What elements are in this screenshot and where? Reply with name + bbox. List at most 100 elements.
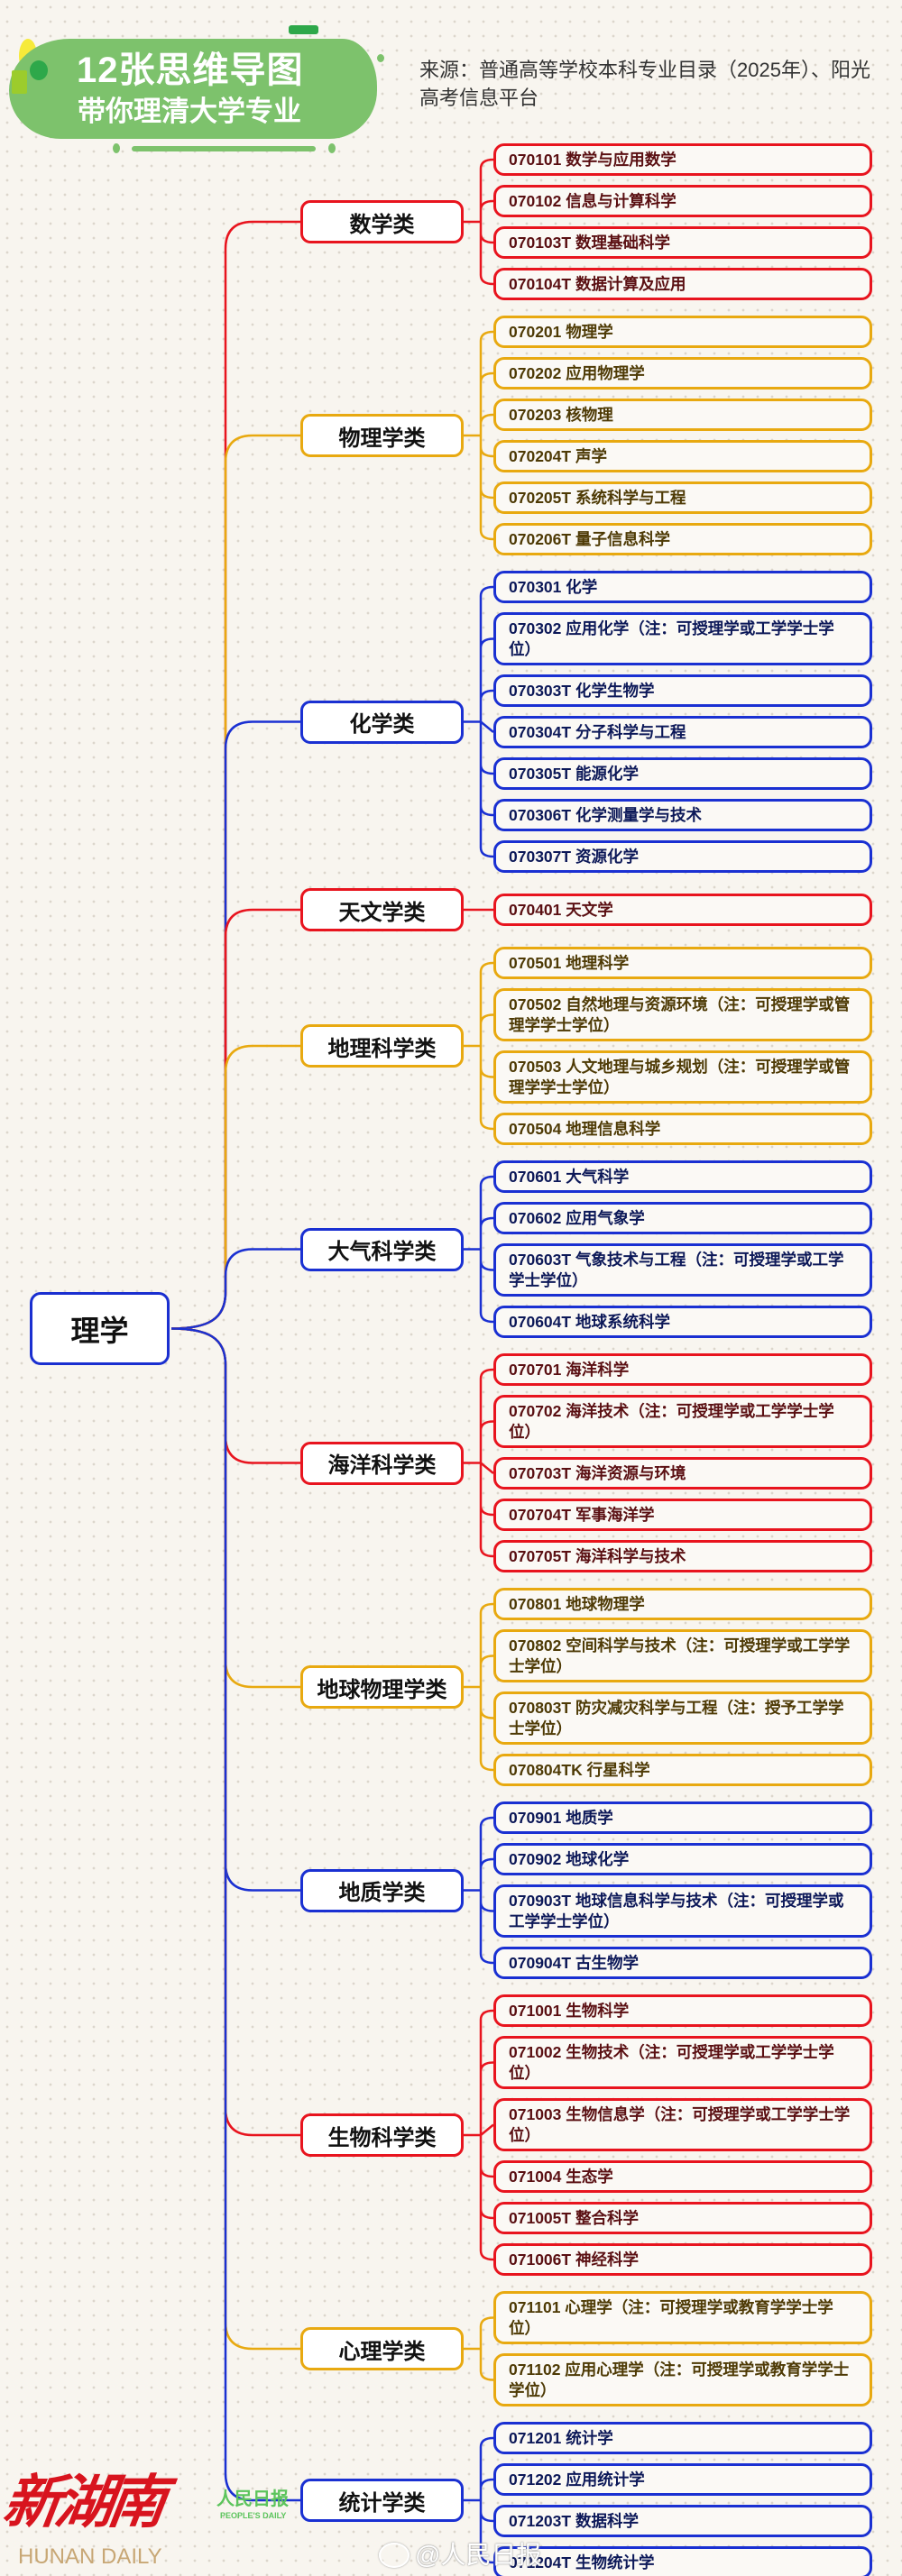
major-node: 070904T 古生物学: [493, 1947, 872, 1979]
root-to-category-line: [170, 1248, 300, 1330]
decor-dot: [377, 54, 384, 62]
category-group: 数学类 070101 数学与应用数学 070102 信息与计算科学 070103T 数…: [300, 143, 872, 300]
category-node: 地球物理学类: [300, 1665, 464, 1709]
major-node: 070802 空间科学与技术（注：可授理学或工学学士学位）: [493, 1629, 872, 1682]
major-node: 070204T 声学: [493, 440, 872, 472]
major-list: 070801 地球物理学 070802 空间科学与技术（注：可授理学或工学学士学位…: [493, 1588, 872, 1786]
major-node: 070306T 化学测量学与技术: [493, 799, 872, 831]
major-node: 070206T 量子信息科学: [493, 523, 872, 555]
category-node: 生物科学类: [300, 2113, 464, 2157]
major-list: 070701 海洋科学 070702 海洋技术（注：可授理学或工学学士学位） 070…: [493, 1353, 872, 1572]
category-node: 地质学类: [300, 1868, 464, 1912]
category-node: 天文学类: [300, 888, 464, 931]
major-list: 070101 数学与应用数学 070102 信息与计算科学 070103T 数理基础…: [493, 143, 872, 300]
major-node: 070901 地质学: [493, 1801, 872, 1834]
weibo-handle: @人民日报: [415, 2541, 542, 2569]
decor-bar-top: [289, 25, 318, 34]
major-node: 071202 应用统计学: [493, 2463, 872, 2496]
major-node: 070702 海洋技术（注：可授理学或工学学士学位）: [493, 1395, 872, 1448]
major-node: 070603T 气象技术与工程（注：可授理学或工学学士学位）: [493, 1243, 872, 1297]
category-node: 数学类: [300, 200, 464, 243]
major-node: 070401 天文学: [493, 894, 872, 926]
root-node: 理学: [30, 1292, 170, 1365]
decor-dot: [328, 143, 336, 153]
root-to-category-line: [170, 1327, 300, 2351]
major-node: 071003 生物信息学（注：可授理学或工学学士学位）: [493, 2098, 872, 2151]
major-node: 070101 数学与应用数学: [493, 143, 872, 176]
major-node: 070205T 系统科学与工程: [493, 481, 872, 514]
major-node: 070902 地球化学: [493, 1843, 872, 1875]
category-node: 统计学类: [300, 2479, 464, 2522]
watermark-text-en: PEOPLE'S DAILY: [220, 2511, 287, 2520]
major-node: 070801 地球物理学: [493, 1588, 872, 1620]
major-node: 071005T 整合科学: [493, 2202, 872, 2234]
title-banner: [9, 39, 377, 139]
major-node: 070704T 军事海洋学: [493, 1499, 872, 1531]
major-node: 070305T 能源化学: [493, 757, 872, 790]
major-node: 071004 生态学: [493, 2160, 872, 2193]
major-list: 070501 地理科学 070502 自然地理与资源环境（注：可授理学或管理学学士…: [493, 947, 872, 1145]
major-node: 070307T 资源化学: [493, 840, 872, 873]
decor-dot: [113, 143, 120, 153]
major-node: 070103T 数理基础科学: [493, 226, 872, 259]
root-to-category-line: [170, 1327, 300, 2137]
weibo-icon: [379, 2543, 410, 2568]
decor-green-circle: [30, 60, 48, 80]
category-node: 海洋科学类: [300, 1441, 464, 1485]
watermark-text: 人民日报: [216, 2489, 289, 2509]
title-line-2: 带你理清大学专业: [78, 96, 301, 127]
major-node: 070701 海洋科学: [493, 1353, 872, 1386]
major-node: 070502 自然地理与资源环境（注：可授理学或管理学学士学位）: [493, 988, 872, 1041]
major-list: 071001 生物科学 071002 生物技术（注：可授理学或工学学士学位） 071…: [493, 1994, 872, 2276]
major-node: 070803T 防灾减灾科学与工程（注：授予工学学士学位）: [493, 1691, 872, 1745]
major-list: 070901 地质学 070902 地球化学 070903T 地球信息科学与技术（注…: [493, 1801, 872, 1979]
major-node: 070601 大气科学: [493, 1160, 872, 1193]
major-node: 070503 人文地理与城乡规划（注：可授理学或管理学学士学位）: [493, 1050, 872, 1104]
root-to-category-line: [170, 720, 300, 1330]
category-group: 天文学类 070401 天文学: [300, 888, 872, 931]
hunan-daily-logo: 新湖南: [0, 2469, 166, 2536]
root-to-category-line: [170, 220, 300, 1330]
decor-lime-square: [12, 70, 27, 94]
major-list: 070401 天文学: [493, 894, 872, 926]
major-node: 070501 地理科学: [493, 947, 872, 979]
category-group: 生物科学类 071001 生物科学 071002 生物技术（注：可授理学或工学学士学…: [300, 1994, 872, 2276]
category-node: 化学类: [300, 700, 464, 744]
major-node: 070604T 地球系统科学: [493, 1306, 872, 1338]
major-node: 070705T 海洋科学与技术: [493, 1540, 872, 1572]
major-node: 070703T 海洋资源与环境: [493, 1457, 872, 1490]
major-node: 071001 生物科学: [493, 1994, 872, 2027]
decor-bar-bottom: [132, 146, 316, 151]
root-to-category-line: [170, 1044, 300, 1330]
major-node: 070903T 地球信息科学与技术（注：可授理学或工学学士学位）: [493, 1884, 872, 1938]
major-list: 071101 心理学（注：可授理学或教育学学士学位）071102 应用心理学（注…: [493, 2291, 872, 2406]
major-node: 070303T 化学生物学: [493, 674, 872, 707]
major-node: 071002 生物技术（注：可授理学或工学学士学位）: [493, 2036, 872, 2089]
major-node: 070804TK 行星科学: [493, 1754, 872, 1786]
root-to-category-line: [170, 1327, 300, 1892]
hunan-daily-logo-en: HUNAN DAILY: [18, 2544, 162, 2569]
root-to-category-line: [170, 1327, 300, 2502]
root-to-category-line: [170, 1327, 300, 1464]
people-daily-watermark: 人民日报 PEOPLE'S DAILY: [216, 2489, 289, 2521]
major-node: 070302 应用化学（注：可授理学或工学学士学位）: [493, 612, 872, 665]
category-tree: 数学类 070101 数学与应用数学 070102 信息与计算科学 070103T 数…: [300, 143, 872, 2576]
major-node: 070201 物理学: [493, 316, 872, 348]
major-node: 070104T 数据计算及应用: [493, 268, 872, 300]
major-node: 071006T 神经科学: [493, 2243, 872, 2276]
major-node: 070304T 分子科学与工程: [493, 716, 872, 748]
major-node: 070504 地理信息科学: [493, 1113, 872, 1145]
weibo-watermark: @人民日报: [379, 2541, 541, 2570]
major-node: 070203 核物理: [493, 399, 872, 431]
major-node: 070102 信息与计算科学: [493, 185, 872, 217]
root-to-category-line: [170, 908, 300, 1330]
category-group: 地质学类 070901 地质学 070902 地球化学 070903T 地球信息科学与…: [300, 1801, 872, 1979]
